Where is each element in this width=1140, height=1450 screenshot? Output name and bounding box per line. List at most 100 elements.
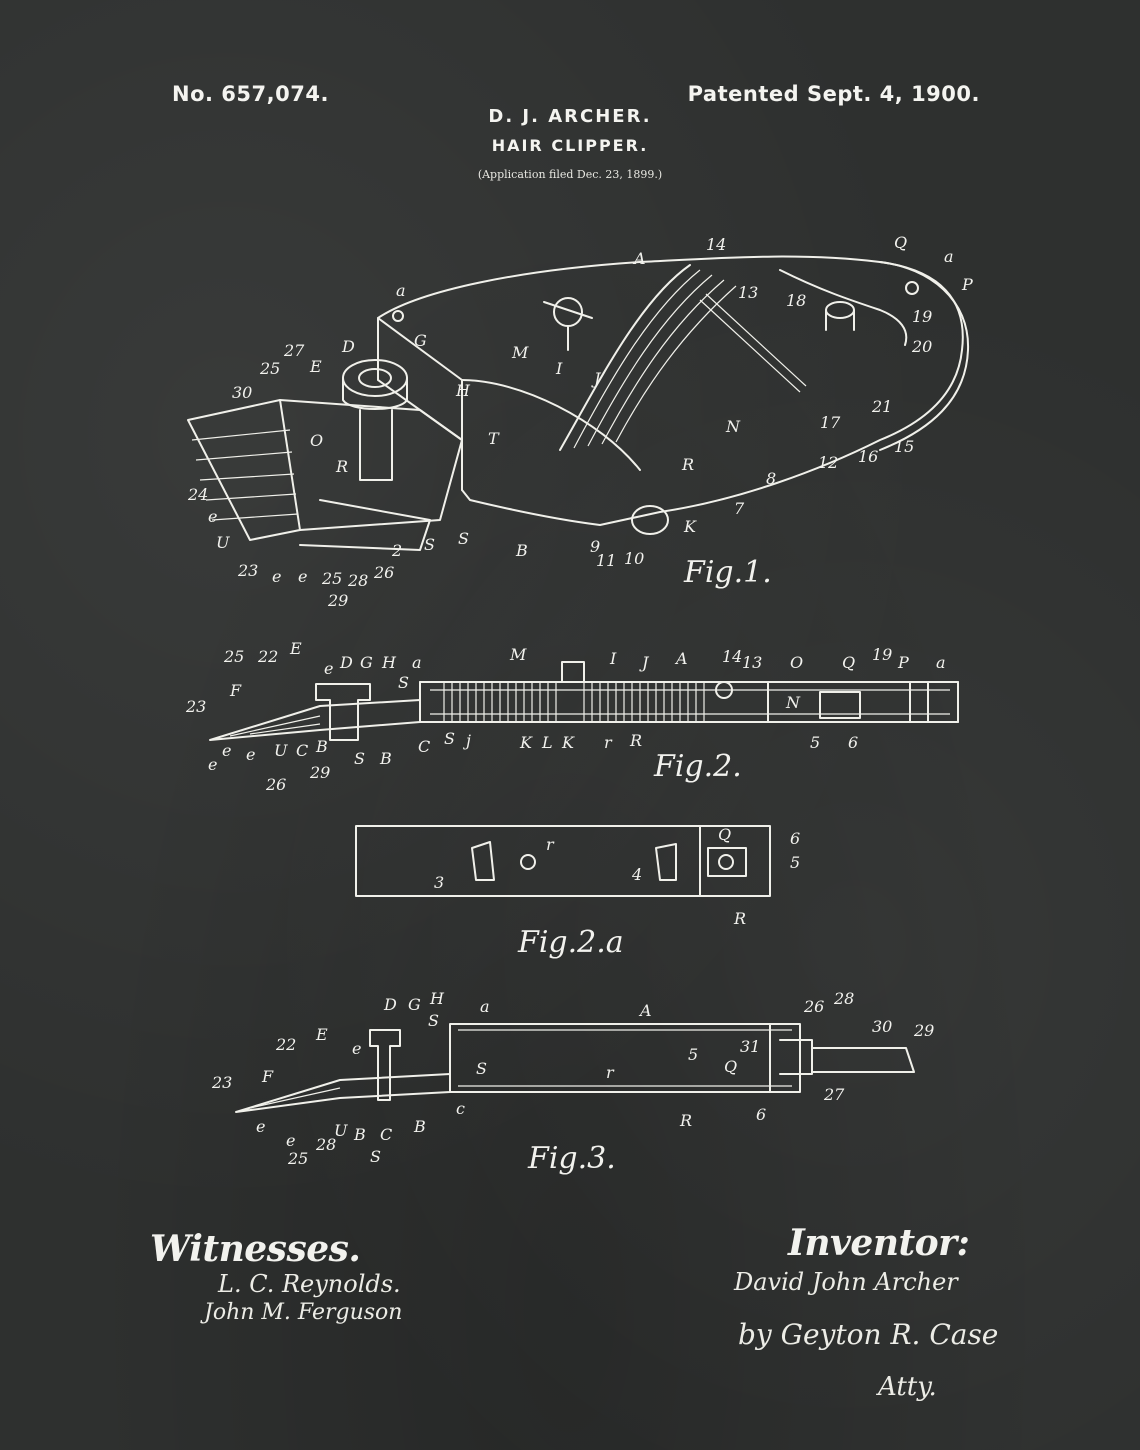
attorney-title: Atty.	[878, 1372, 937, 1402]
fig3-caption: Fig.3.	[527, 1141, 616, 1176]
fig2-label: C	[418, 737, 430, 756]
fig3-label: B	[413, 1117, 426, 1136]
fig3-label: C	[380, 1125, 392, 1144]
fig1-label: R	[335, 457, 348, 476]
fig2-label: I	[609, 649, 617, 668]
fig2-label: Q	[842, 653, 855, 672]
fig1-label: D	[341, 337, 355, 356]
fig2a-label: R	[733, 909, 746, 928]
fig1-label: 10	[624, 549, 644, 568]
fig2-label: M	[509, 645, 527, 664]
fig1-label: 19	[912, 307, 932, 326]
fig3-label: B	[353, 1125, 366, 1144]
fig1-label: B	[515, 541, 528, 560]
fig2-label: S	[398, 673, 409, 692]
fig2a-label: 4	[631, 865, 642, 884]
fig3-label: 29	[913, 1021, 934, 1040]
inventor-name: D. J. ARCHER.	[488, 106, 652, 127]
fig3-label: R	[679, 1111, 692, 1130]
fig2-label: C	[296, 741, 308, 760]
fig1-label: a	[396, 281, 406, 300]
fig3-label: A	[638, 1001, 652, 1020]
fig1-label: 25	[259, 359, 280, 378]
figure-3-drawing	[235, 1023, 915, 1113]
fig3-label: 6	[756, 1105, 766, 1124]
fig2-label: 14	[722, 647, 742, 666]
fig3-label: 23	[211, 1073, 232, 1092]
fig2a-label: 6	[790, 829, 800, 848]
fig2-label: 25	[223, 647, 244, 666]
fig1-label: A	[632, 249, 646, 268]
fig1-label: E	[309, 357, 322, 376]
fig1-label: 14	[706, 235, 726, 254]
fig2a-label: 3	[434, 873, 444, 892]
fig1-label: 24	[187, 485, 208, 504]
fig1-label: P	[961, 275, 973, 294]
fig1-label: N	[725, 417, 741, 436]
fig2-label: F	[229, 681, 242, 700]
fig2-label: L	[541, 733, 553, 752]
fig1-label: 11	[596, 551, 616, 570]
fig1-label: 12	[818, 453, 838, 472]
fig1-label: T	[488, 429, 500, 448]
figure-2a-labels: r 3 4 Q 6 5 R Fig.2.a	[434, 825, 800, 960]
witness-signature-2: John M. Ferguson	[204, 1300, 403, 1325]
fig2-label: j	[463, 731, 471, 750]
inventor-signature: David John Archer	[734, 1268, 958, 1296]
fig3-label: 26	[803, 997, 824, 1016]
fig1-label: G	[414, 331, 427, 350]
fig3-label: E	[315, 1025, 328, 1044]
fig2-label: a	[412, 653, 422, 672]
fig2-label: S	[444, 729, 455, 748]
fig3-label: D	[383, 995, 397, 1014]
attorney-signature: by Geyton R. Case	[738, 1318, 999, 1351]
fig2a-caption: Fig.2.a	[517, 925, 624, 960]
fig3-label: 28	[315, 1135, 336, 1154]
fig2-label: G	[360, 653, 373, 672]
fig2-label: e	[208, 755, 217, 774]
fig2-label: N	[785, 693, 801, 712]
fig1-label: 15	[894, 437, 914, 456]
fig1-label: a	[944, 247, 954, 266]
fig2-label: e	[324, 659, 333, 678]
fig2-label: D	[339, 653, 353, 672]
fig3-label: S	[476, 1059, 487, 1078]
fig3-label: r	[606, 1063, 615, 1082]
witness-signature-1: L. C. Reynolds.	[218, 1270, 401, 1298]
fig2a-label: r	[546, 835, 555, 854]
figure-1-drawing	[187, 255, 970, 551]
fig1-label: 7	[734, 499, 745, 518]
fig2-label: 19	[872, 645, 892, 664]
figure-3-labels: D G H a A 26 28 30 29 22 E e S S 5 31 Q …	[211, 989, 934, 1176]
fig1-label: I	[555, 359, 563, 378]
fig3-label: Q	[724, 1057, 737, 1076]
fig1-label: R	[681, 455, 694, 474]
fig1-label: S	[458, 529, 469, 548]
fig1-label: 29	[327, 591, 348, 610]
fig1-label: M	[511, 343, 529, 362]
fig2-label: B	[379, 749, 392, 768]
fig1-label: 21	[871, 397, 892, 416]
fig1-label: e	[298, 567, 307, 586]
fig3-label: 31	[740, 1037, 760, 1056]
fig2-label: a	[936, 653, 946, 672]
fig2-label: S	[354, 749, 365, 768]
fig3-label: U	[334, 1121, 348, 1140]
fig1-label: 16	[858, 447, 878, 466]
fig2-label: 13	[742, 653, 762, 672]
fig2-label: E	[289, 639, 302, 658]
application-note: (Application filed Dec. 23, 1899.)	[477, 168, 663, 181]
fig3-label: H	[429, 989, 445, 1008]
fig3-label: 30	[872, 1017, 892, 1036]
fig3-label: 22	[275, 1035, 296, 1054]
fig2-label: A	[674, 649, 688, 668]
figure-1-labels: A a 14 Q a P 13 18 19 20 21 15 16 12 17 …	[187, 233, 973, 610]
fig1-label: H	[455, 381, 471, 400]
fig3-label: 25	[287, 1149, 308, 1168]
fig2a-label: 5	[790, 853, 800, 872]
fig1-label: 17	[820, 413, 841, 432]
fig2-label: 5	[810, 733, 820, 752]
fig2-label: e	[246, 745, 255, 764]
fig2-label: 22	[257, 647, 278, 666]
